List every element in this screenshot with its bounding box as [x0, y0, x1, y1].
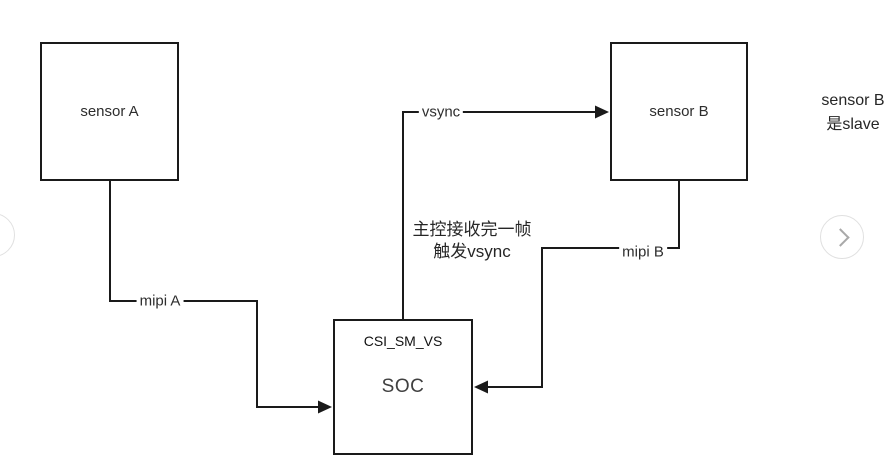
node-sensor-a: sensor A — [40, 42, 179, 181]
edge-label-vsync: vsync — [418, 103, 464, 121]
node-sensor-b: sensor B — [610, 42, 748, 181]
edge-label-mipi-a: mipi A — [136, 292, 184, 310]
edge-mipi-a-line — [109, 181, 320, 408]
annotation-trigger-vsync: 主控接收完一帧 触发vsync — [413, 219, 532, 263]
edge-vsync-arrowhead — [595, 105, 609, 119]
chevron-left-icon — [0, 225, 5, 245]
edge-mipi-a-arrowhead — [318, 400, 332, 414]
chevron-right-icon — [830, 227, 850, 247]
next-image-button[interactable] — [820, 215, 864, 259]
edge-vsync-line — [402, 111, 597, 319]
annotation-sensor-b-slave: sensor B 是slave — [821, 89, 884, 137]
annotation-sensor-b-slave-line2: 是slave — [826, 116, 880, 133]
edge-label-mipi-b: mipi B — [619, 243, 667, 261]
node-soc-label: SOC — [381, 376, 425, 397]
annotation-trigger-vsync-line2: 触发vsync — [433, 242, 511, 261]
node-sensor-b-label: sensor B — [649, 103, 709, 120]
edge-mipi-b-line — [486, 181, 680, 388]
annotation-sensor-b-slave-line1: sensor B — [821, 92, 885, 109]
node-soc: CSI_SM_VS SOC — [333, 319, 473, 455]
edge-mipi-b-arrowhead — [474, 380, 488, 394]
annotation-trigger-vsync-line1: 主控接收完一帧 — [412, 220, 532, 239]
node-soc-sublabel: CSI_SM_VS — [363, 333, 443, 349]
node-sensor-a-label: sensor A — [80, 103, 139, 120]
